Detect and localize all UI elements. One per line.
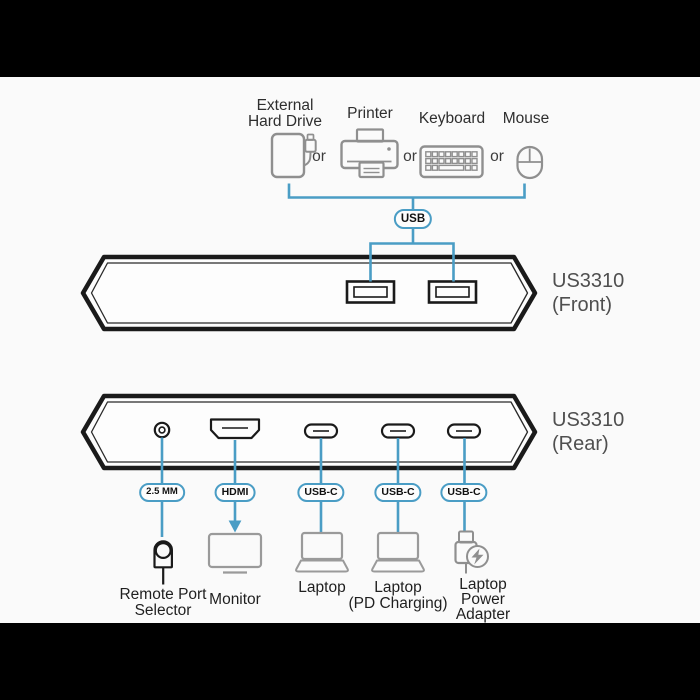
keyboard-label: Keyboard [418,110,486,127]
front-panel [80,254,538,332]
laptop-power-adapter-label: Laptop Power Adapter [455,576,511,623]
usb-c-port-3 [446,423,482,439]
audio-jack-port [153,421,171,439]
usb-c-port-2 [380,423,416,439]
remote-port-selector-label: Remote Port Selector [119,586,207,619]
usb-a-port-1 [345,280,396,304]
port-tag-usbc-1: USB-C [297,483,345,502]
or-label-3: or [490,148,504,165]
mouse-icon [516,145,544,180]
usb-bracket-connectors [287,183,526,282]
external-hard-drive-icon [270,132,317,179]
rear-panel [80,393,538,471]
rear-panel-label: US3310 (Rear) [552,409,624,456]
front-panel-label: US3310 (Front) [552,270,624,317]
laptop-pd-charging-icon [371,531,425,573]
front-panel-model: US3310 [552,270,625,292]
monitor-arrowhead-icon [228,520,242,533]
printer-icon [340,128,399,179]
or-label-2: or [403,148,417,165]
usb-c-port-1 [303,423,339,439]
usb-a-port-2 [427,280,478,304]
port-tag-2-5mm: 2.5 MM [139,483,185,502]
laptop-power-adapter-icon [454,530,489,574]
remote-port-selector-icon [153,540,173,585]
port-tag-hdmi: HDMI [214,483,256,502]
top-letterbox [0,0,700,77]
port-tag-usbc-3: USB-C [440,483,488,502]
laptop-label: Laptop [298,579,346,596]
external-hard-drive-label: External Hard Drive [247,97,323,130]
port-tag-usbc-2: USB-C [374,483,422,502]
hdmi-port [209,418,261,440]
printer-label: Printer [347,105,393,122]
rear-panel-side: (Rear) [552,432,609,455]
monitor-icon [207,532,263,574]
laptop-pd-charging-label: Laptop (PD Charging) [348,579,448,612]
front-panel-side: (Front) [552,293,612,316]
keyboard-icon [419,145,484,179]
or-label-1: or [312,148,326,165]
mouse-label: Mouse [502,110,550,127]
rear-panel-model: US3310 [552,409,625,431]
monitor-label: Monitor [209,591,261,608]
bottom-letterbox [0,623,700,700]
lightning-bolt-icon [471,548,484,565]
usb-tag: USB [393,208,433,229]
laptop-icon [295,531,349,573]
